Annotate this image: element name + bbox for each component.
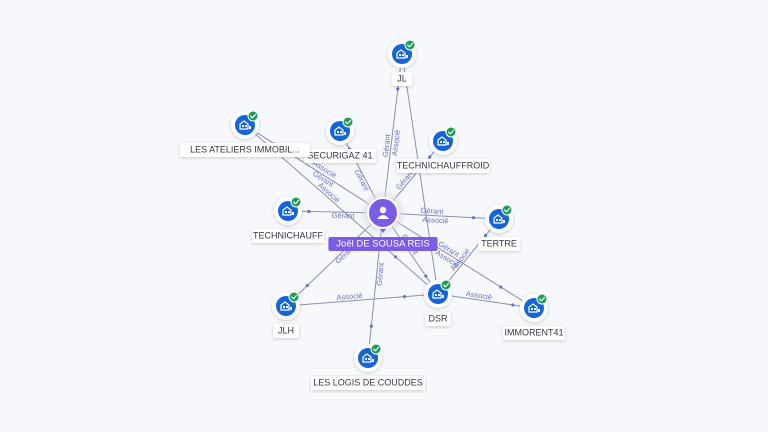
building-glyph bbox=[437, 136, 449, 146]
node-jlh[interactable]: JLH bbox=[272, 291, 300, 338]
check-icon bbox=[370, 343, 382, 355]
node-label: TERTRE bbox=[481, 238, 517, 248]
edge-label: Gérant bbox=[375, 261, 386, 286]
building-glyph bbox=[334, 126, 346, 136]
node-ateliers[interactable]: LES ATELIERS IMMOBIL... bbox=[180, 110, 310, 157]
edge-label: Gérant bbox=[420, 206, 444, 216]
edge-label: Gérant bbox=[331, 211, 355, 220]
edge-arrow bbox=[393, 255, 398, 259]
edge-arrow bbox=[428, 155, 432, 159]
node-technichauffroid[interactable]: TECHNICHAUFFROID bbox=[396, 126, 490, 173]
node-label-box bbox=[273, 324, 299, 338]
edge-label: Associé bbox=[465, 289, 492, 302]
edge-label: Gérant bbox=[381, 133, 393, 158]
check-icon bbox=[404, 39, 416, 51]
edge-label: Gérant bbox=[353, 168, 372, 193]
building-glyph bbox=[282, 206, 294, 216]
node-technichauff[interactable]: TECHNICHAUFF bbox=[251, 196, 325, 243]
node-label-box bbox=[251, 229, 325, 243]
check-icon bbox=[288, 291, 300, 303]
building-glyph bbox=[396, 49, 408, 59]
edge-label: Associé bbox=[422, 215, 449, 225]
building-glyph bbox=[362, 353, 374, 363]
edge-label: Associé bbox=[390, 129, 402, 156]
center-label: Joël DE SOUSA REIS bbox=[336, 239, 429, 250]
node-label: LES ATELIERS IMMOBIL... bbox=[190, 144, 300, 154]
building-glyph bbox=[239, 120, 251, 130]
edge-arrow bbox=[396, 87, 400, 91]
edge-dsr-immorent bbox=[437, 293, 535, 309]
edge-arrow bbox=[511, 303, 515, 307]
edge-label: Associé bbox=[336, 291, 363, 302]
edge-arrow bbox=[483, 233, 488, 238]
center-node[interactable]: Joël DE SOUSA REIS bbox=[328, 189, 438, 251]
node-label-box bbox=[425, 312, 451, 326]
node-label-box bbox=[478, 237, 520, 251]
node-dsr[interactable]: DSR bbox=[424, 279, 452, 326]
node-jl[interactable]: JL bbox=[388, 39, 416, 86]
node-label: JLH bbox=[278, 325, 294, 335]
node-label-box bbox=[180, 143, 310, 157]
edge-jlh-dsr bbox=[285, 293, 439, 307]
check-icon bbox=[440, 279, 452, 291]
building-glyph bbox=[432, 289, 444, 299]
edge-arrow bbox=[424, 274, 428, 278]
node-label: TECHNICHAUFF bbox=[253, 230, 323, 240]
edge-arrow bbox=[307, 209, 311, 214]
node-label-box bbox=[396, 159, 490, 173]
check-icon bbox=[536, 293, 548, 305]
node-label-box bbox=[391, 72, 413, 86]
building-glyph bbox=[280, 301, 292, 311]
node-logis[interactable]: LES LOGIS DE COUDDES bbox=[311, 343, 425, 390]
check-icon bbox=[290, 196, 302, 208]
node-label: JL bbox=[397, 73, 407, 83]
edge-center-ateliers bbox=[244, 124, 384, 214]
node-label: LES LOGIS DE COUDDES bbox=[313, 377, 423, 387]
node-label: SECURIGAZ 41 bbox=[307, 150, 372, 160]
check-icon bbox=[501, 204, 513, 216]
node-label: TECHNICHAUFFROID bbox=[397, 160, 490, 170]
node-label: IMMORENT41 bbox=[504, 327, 563, 337]
node-immorent[interactable]: IMMORENT41 bbox=[503, 293, 565, 340]
check-icon bbox=[445, 126, 457, 138]
edge-arrow bbox=[305, 283, 309, 288]
edge-center-immorent bbox=[382, 212, 535, 309]
edge-arrow bbox=[471, 216, 476, 220]
node-label-box bbox=[311, 376, 425, 390]
check-icon bbox=[247, 110, 259, 122]
node-securigaz[interactable]: SECURIGAZ 41 bbox=[303, 116, 377, 163]
center-label-box bbox=[328, 237, 438, 251]
edge-arrow bbox=[402, 295, 407, 299]
person-icon bbox=[377, 206, 389, 219]
building-glyph bbox=[528, 303, 540, 313]
check-icon bbox=[342, 116, 354, 128]
edge-arrow bbox=[369, 324, 373, 328]
node-label-box bbox=[503, 326, 565, 340]
building-glyph bbox=[493, 214, 505, 224]
edge-arrow bbox=[499, 285, 503, 289]
nodes-layer: JL SECURIGAZ 41 LES ATELIERS IMMOBIL... TEC… bbox=[180, 39, 565, 390]
node-tertre[interactable]: TERTRE bbox=[478, 204, 520, 251]
node-label-box bbox=[303, 149, 377, 163]
node-label: DSR bbox=[428, 313, 448, 323]
